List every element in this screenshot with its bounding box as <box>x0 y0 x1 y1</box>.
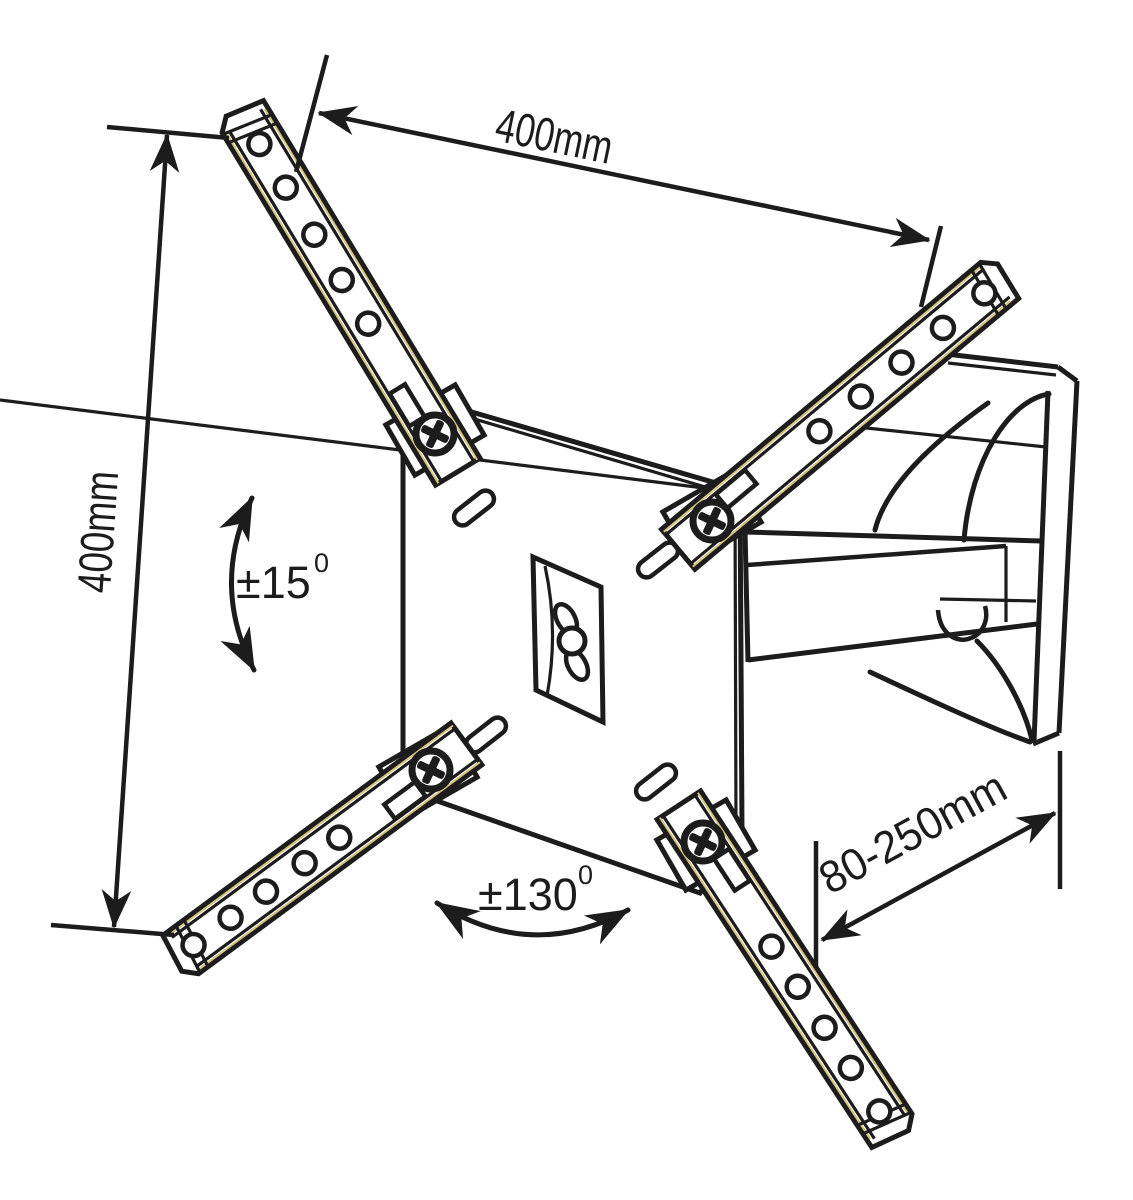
vesa-hole <box>246 130 273 158</box>
phillips-screw-icon <box>689 498 735 544</box>
dimension-width-400mm: 400mm <box>293 54 944 308</box>
swivel-bracket-lower <box>867 638 1035 745</box>
vesa-hole <box>971 280 998 307</box>
vesa-hole <box>866 1098 893 1125</box>
vesa-hole <box>888 349 915 376</box>
swivel-bracket-upper <box>856 391 1052 543</box>
vesa-hole <box>272 174 300 201</box>
label-tilt: ±15 <box>236 557 311 608</box>
vesa-arm-top-right <box>658 259 1022 573</box>
plate-slot-top-left <box>451 488 497 528</box>
vesa-hole <box>758 933 785 960</box>
lock-knob <box>552 602 591 682</box>
dimension-tilt-angle: ±15 0 <box>219 495 329 673</box>
phillips-screw-icon <box>680 819 726 865</box>
vesa-hole <box>847 383 875 410</box>
plate-slot-bottom-right <box>633 762 679 802</box>
dimension-height-400mm: 400mm <box>50 124 230 938</box>
vesa-hole <box>929 314 957 342</box>
wall-plate <box>945 351 1080 747</box>
dimension-extension-80-250mm: 80-250mm <box>810 751 1063 968</box>
vesa-hole <box>217 904 244 932</box>
vesa-hole <box>325 824 353 851</box>
vesa-hole <box>252 878 280 905</box>
label-swivel: ±130 <box>478 869 578 920</box>
vesa-hole <box>784 973 811 1001</box>
plate-center-lock-window <box>530 553 606 726</box>
label-swivel-degree-sup: 0 <box>578 860 593 890</box>
vesa-arm-bottom-right <box>653 787 915 1151</box>
phillips-screw-icon <box>412 411 458 457</box>
phillips-screw-icon <box>408 747 454 793</box>
vesa-hole <box>291 849 318 877</box>
label-tilt-degree-sup: 0 <box>314 548 329 578</box>
support-beam <box>742 529 1042 663</box>
vesa-hole <box>180 931 207 959</box>
label-extension: 80-250mm <box>810 761 1014 904</box>
vesa-hole <box>354 310 382 337</box>
beam-hook-detail <box>935 605 989 642</box>
vesa-hole <box>328 266 356 294</box>
vesa-arm-top-left <box>219 97 484 489</box>
label-width: 400mm <box>491 98 617 174</box>
vesa-hole <box>811 1014 838 1042</box>
vesa-arm-bottom-left <box>159 719 486 977</box>
vesa-plate <box>0 388 745 896</box>
vesa-hole <box>806 417 833 445</box>
label-height: 400mm <box>67 469 128 594</box>
vesa-hole <box>837 1054 865 1082</box>
dimension-swivel-angle: ±130 0 <box>434 860 631 945</box>
